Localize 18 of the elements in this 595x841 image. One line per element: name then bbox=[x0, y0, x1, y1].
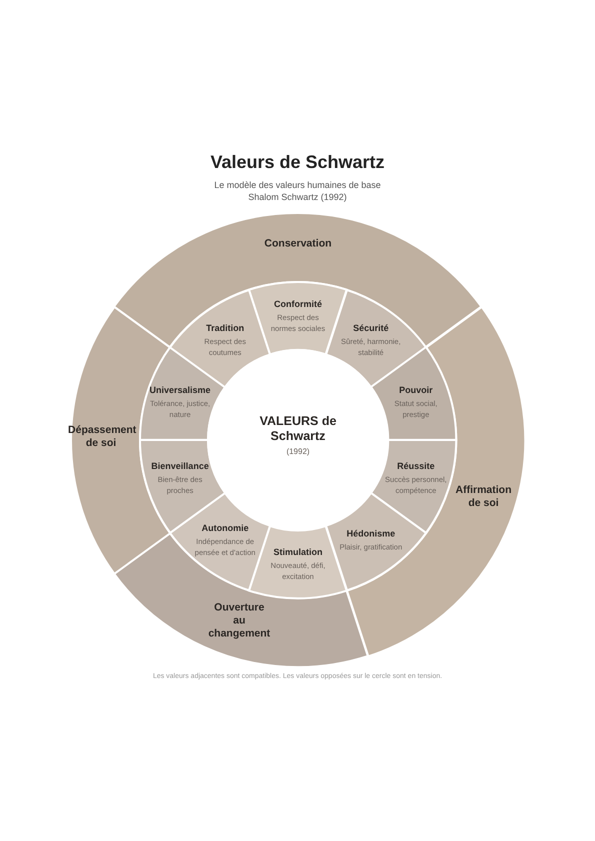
value-name: Conformité bbox=[272, 298, 323, 311]
subtitle: Shalom Schwartz (1992) bbox=[247, 192, 348, 202]
center-title: VALEURS de Schwartz bbox=[258, 414, 338, 444]
dimension-name: Ouverture au changement bbox=[208, 601, 270, 640]
subtitle: Le modèle des valeurs humaines de base bbox=[213, 180, 382, 190]
value-name: Bienveillance bbox=[150, 460, 210, 474]
value-name: Autonomie bbox=[200, 522, 250, 536]
value-name: Sécurité bbox=[352, 322, 390, 335]
value-name: Universalisme bbox=[148, 384, 212, 397]
dimension-name: Affirmation de soi bbox=[454, 484, 512, 510]
value-name: Pouvoir bbox=[398, 384, 434, 397]
title: Valeurs de Schwartz bbox=[209, 152, 386, 173]
dimension-name: Conservation bbox=[263, 238, 333, 250]
center-year: (1992) bbox=[285, 446, 311, 458]
value-name: Stimulation bbox=[272, 546, 324, 559]
value-name: Tradition bbox=[205, 322, 246, 335]
value-name: Réussite bbox=[396, 460, 436, 474]
value-name: Hédonisme bbox=[346, 528, 396, 541]
